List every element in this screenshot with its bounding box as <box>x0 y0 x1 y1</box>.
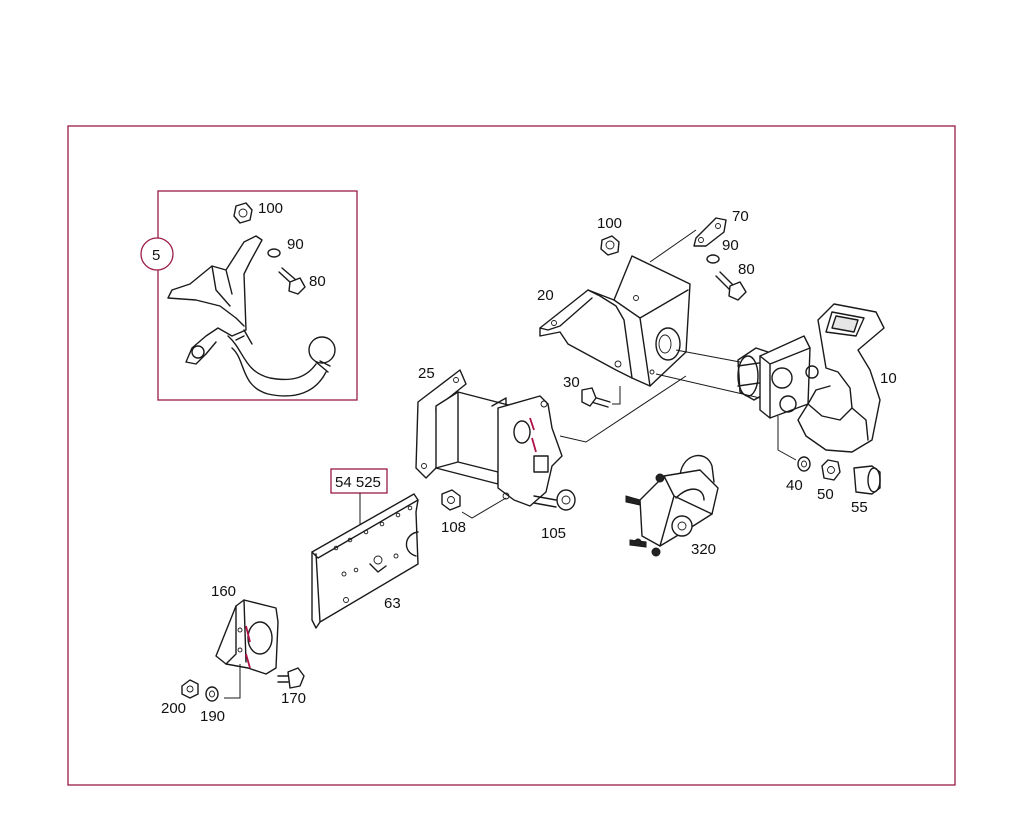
label-200[interactable]: 200 <box>161 700 186 717</box>
inset-ref-circle <box>140 237 174 271</box>
inset-washer-90 <box>267 248 281 258</box>
label-30[interactable]: 30 <box>563 374 580 391</box>
inset-label-100[interactable]: 100 <box>258 200 283 217</box>
label-105[interactable]: 105 <box>541 525 566 542</box>
label-190[interactable]: 190 <box>200 708 225 725</box>
label-10[interactable]: 10 <box>880 370 897 387</box>
plate-70 <box>693 217 727 247</box>
plate-160 <box>215 599 279 675</box>
diagram-frame <box>67 125 956 786</box>
plate-160-assembly: 160 200 190 170 <box>161 583 306 725</box>
inset-tow-ball <box>308 336 336 364</box>
label-55[interactable]: 55 <box>851 499 868 516</box>
bracket-20: 20 <box>537 255 691 387</box>
cap-55 <box>853 465 881 495</box>
washer-190 <box>205 686 219 702</box>
label-top-90[interactable]: 90 <box>722 237 739 254</box>
label-108[interactable]: 108 <box>441 519 466 536</box>
nut-100 <box>600 235 620 256</box>
label-25[interactable]: 25 <box>418 365 435 382</box>
label-20[interactable]: 20 <box>537 287 554 304</box>
plate-63-assembly: 54 525 63 <box>311 468 419 629</box>
plate-63 <box>311 493 419 629</box>
bolt-105 <box>533 495 557 508</box>
bolt-80 <box>715 271 735 291</box>
washer-90 <box>706 254 720 264</box>
label-320[interactable]: 320 <box>691 541 716 558</box>
assembly-line-2 <box>655 373 761 399</box>
label-160[interactable]: 160 <box>211 583 236 600</box>
hitch-10: 10 <box>737 303 897 461</box>
label-top-80[interactable]: 80 <box>738 261 755 278</box>
nut-200 <box>181 679 199 699</box>
inset-ball-neck <box>227 335 327 397</box>
label-top-70[interactable]: 70 <box>732 208 749 225</box>
nut-108 <box>441 489 461 511</box>
inset-label-80[interactable]: 80 <box>309 273 326 290</box>
fasteners-108-105: 108 105 <box>441 489 576 542</box>
ref-box-label[interactable]: 54 525 <box>335 474 381 491</box>
inset-label-90[interactable]: 90 <box>287 236 304 253</box>
assembly-line-1 <box>675 349 741 363</box>
ref-box <box>330 468 388 494</box>
label-50[interactable]: 50 <box>817 486 834 503</box>
coupling-320: 320 <box>625 454 719 558</box>
label-top-100[interactable]: 100 <box>597 215 622 232</box>
washer-40 <box>797 456 811 472</box>
inset-bracket <box>167 235 263 365</box>
bolt-30: 30 <box>563 374 621 408</box>
inset-ref-label: 5 <box>152 247 160 264</box>
label-40[interactable]: 40 <box>786 477 803 494</box>
inset-tow-ball-assembly: 5 100 90 80 <box>140 190 358 401</box>
crossmember-25: 25 <box>415 365 563 507</box>
small-parts-40-50-55: 40 50 55 <box>786 456 881 516</box>
flange-plate <box>497 395 563 507</box>
label-63[interactable]: 63 <box>384 595 401 612</box>
label-170[interactable]: 170 <box>281 690 306 707</box>
bolt-170 <box>277 675 289 683</box>
assembly-line-3 <box>559 375 687 443</box>
inset-nut-100 <box>233 202 253 224</box>
top-hardware: 100 70 90 80 <box>597 208 755 301</box>
nut-50 <box>821 459 841 481</box>
hitch-jaw <box>797 303 885 453</box>
